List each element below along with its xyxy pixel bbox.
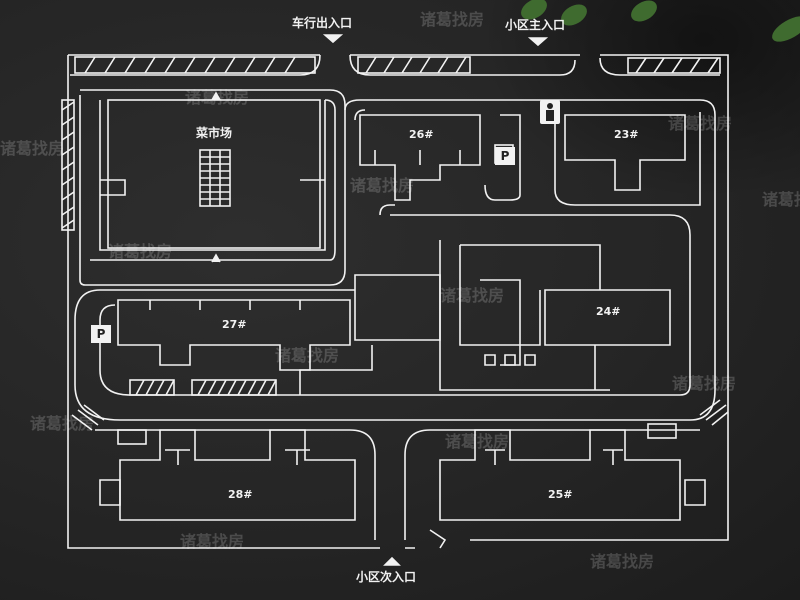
- watermark: 诸葛找房: [445, 432, 510, 451]
- market-building: [107, 99, 321, 249]
- watermark: 诸葛找房: [762, 190, 800, 209]
- market-label: 菜市场: [196, 126, 233, 140]
- gate-marker: [429, 529, 447, 549]
- building-28-outline: [99, 429, 356, 521]
- building-27-outline: [117, 299, 351, 371]
- hatched-wall-left: [61, 99, 75, 231]
- arrow-vehicle: [322, 34, 344, 44]
- watermark: 诸葛找房: [30, 414, 95, 433]
- hatched-wall-top-right: [627, 57, 721, 74]
- parking-icon: P: [495, 147, 515, 165]
- center-block: [354, 274, 441, 341]
- arrow-main: [527, 37, 549, 47]
- hatched-corner-right: [647, 399, 729, 439]
- secondary-entrance-label: 小区次入口: [356, 570, 417, 584]
- building-26-outline: [359, 114, 481, 201]
- building-28-label: 28#: [228, 488, 253, 501]
- building-24-label: 24#: [596, 305, 621, 318]
- building-26-label: 26#: [409, 128, 434, 141]
- building-27-label: 27#: [222, 318, 247, 331]
- hatched-wall-top-left: [74, 56, 316, 74]
- inner-road-right: [74, 99, 716, 421]
- watermark: 诸葛找房: [590, 552, 655, 571]
- building-25-outline: [439, 429, 706, 521]
- arrow-secondary: [383, 556, 401, 566]
- watermark: 诸葛找房: [0, 139, 65, 158]
- main-entrance-label: 小区主入口: [505, 18, 566, 32]
- watermark: 诸葛找房: [108, 242, 173, 261]
- vehicle-entrance-label: 车行出入口: [292, 16, 353, 30]
- watermark: 诸葛找房: [350, 176, 415, 195]
- watermark: 诸葛找房: [420, 10, 485, 29]
- building-23-outline: [564, 114, 686, 191]
- inner-road-left: [79, 89, 346, 286]
- hatched-corner-left: [71, 404, 147, 445]
- parking-icon: P: [91, 325, 111, 343]
- toilet-icon: [540, 100, 560, 124]
- watermark: 诸葛找房: [668, 114, 733, 133]
- watermark: 诸葛找房: [440, 286, 505, 305]
- watermark: 诸葛找房: [275, 346, 340, 365]
- building-23-label: 23#: [614, 128, 639, 141]
- watermark: 诸葛找房: [185, 88, 250, 107]
- site-boundary: [67, 54, 729, 549]
- hatched-parking-27: [129, 379, 277, 396]
- watermark: 诸葛找房: [180, 532, 245, 551]
- building-25-label: 25#: [548, 488, 573, 501]
- watermark: 诸葛找房: [672, 374, 737, 393]
- building-24-outline: [439, 240, 671, 391]
- hatched-wall-top-mid: [357, 56, 471, 74]
